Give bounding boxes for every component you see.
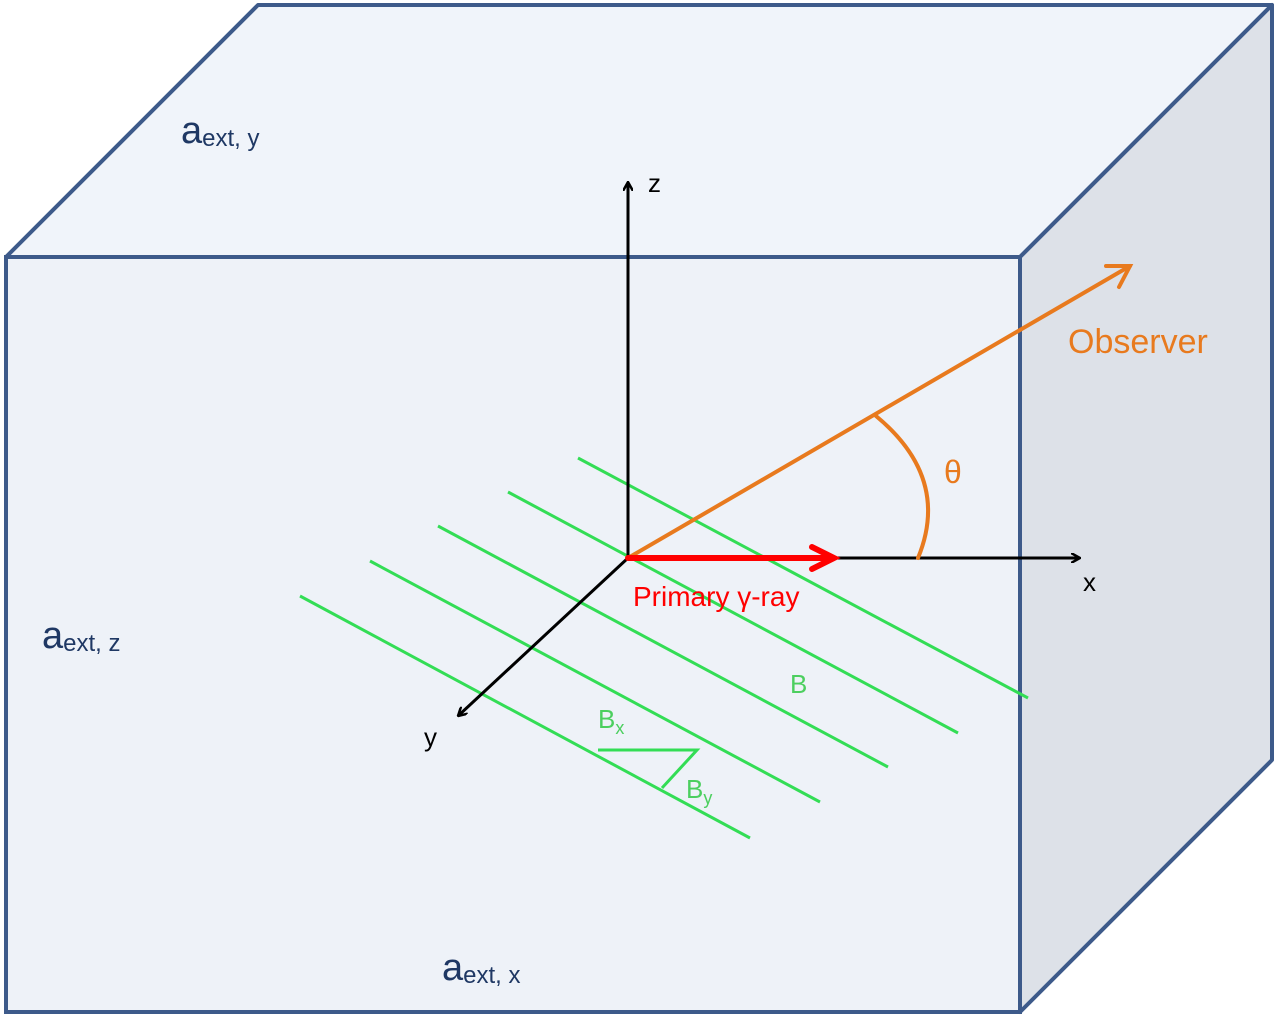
field-label-b: B (790, 669, 807, 699)
dim-label-y: aext, y (181, 110, 260, 152)
primary-ray-label: Primary γ-ray (633, 581, 799, 612)
observer-label: Observer (1068, 323, 1208, 361)
theta-label: θ (944, 454, 962, 490)
dim-label-z: aext, z (42, 615, 121, 657)
field-line (577, 456, 1029, 700)
theta-angle-arc (874, 414, 931, 560)
field-line (437, 524, 889, 769)
field-label-bx: Bx (598, 704, 624, 738)
dim-label-x: aext, x (442, 947, 521, 989)
magnetic-field-lines (299, 456, 1029, 840)
primary-ray-arrowhead (809, 544, 841, 572)
axis-label-x: x (1083, 567, 1096, 597)
box-front-face (4, 255, 1022, 1014)
field-component-triangle (598, 748, 701, 790)
field-line (507, 490, 959, 735)
observer-direction (626, 264, 1134, 560)
field-label-by: By (686, 774, 712, 808)
y-axis (458, 556, 630, 716)
axis-label-z: z (648, 168, 661, 198)
primary-gamma-ray (625, 544, 841, 572)
field-line (369, 559, 821, 804)
field-line (299, 594, 751, 840)
observer-arrow-line (626, 264, 1132, 560)
axis-label-y: y (424, 722, 437, 752)
observer-arrowhead (1104, 264, 1134, 289)
